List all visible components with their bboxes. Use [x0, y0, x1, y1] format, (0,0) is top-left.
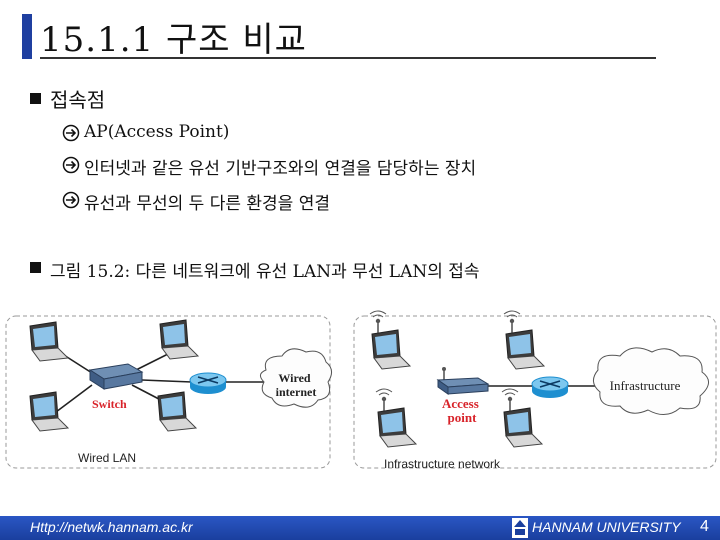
network-figure: Switch Wired internet Wired LAN [5, 310, 717, 471]
antenna-icon [503, 310, 521, 335]
bullet-square [30, 262, 41, 273]
arrow-icon [62, 191, 80, 209]
router-icon [189, 372, 227, 395]
page-title: 15.1.1 구조 비교 [40, 20, 307, 60]
page-number: 4 [700, 518, 709, 535]
switch-icon [88, 363, 144, 390]
laptop-icon [503, 407, 543, 448]
laptop-icon [159, 319, 199, 360]
switch-label: Switch [92, 397, 127, 411]
laptop-icon [29, 321, 69, 362]
wired-lan-panel: Switch Wired internet Wired LAN [5, 315, 332, 469]
bullet-text: 그림 15.2: 다른 네트워크에 유선 LAN과 무선 LAN의 접속 [50, 262, 480, 282]
subitem-text: 유선과 무선의 두 다른 환경을 연결 [84, 194, 330, 214]
title-accent-bar [22, 14, 32, 59]
subitem-text: AP(Access Point) [84, 122, 230, 142]
wired-lan-caption: Wired LAN [78, 451, 136, 465]
footer-university: HANNAM UNIVERSITY [532, 519, 681, 535]
wired-internet-cloud: Wired internet [260, 348, 332, 408]
infrastructure-cloud: Infrastructure [593, 347, 709, 415]
arrow-icon [62, 124, 80, 142]
university-logo-icon [512, 518, 528, 538]
footer-bar: Http://netwk.hannam.ac.kr HANNAM UNIVERS… [0, 516, 720, 540]
arrow-icon [62, 156, 80, 174]
antenna-icon [501, 388, 519, 413]
bullet-square [30, 93, 41, 104]
infrastructure-caption: Infrastructure network [384, 457, 501, 471]
laptop-icon [29, 391, 69, 432]
access-point-label: Access point [442, 396, 482, 425]
bullet-text: 접속점 [50, 88, 106, 112]
wired-internet-label: Wired internet [276, 371, 317, 399]
antenna-icon [369, 310, 387, 335]
laptop-icon [157, 391, 197, 432]
infrastructure-label: Infrastructure [610, 378, 681, 393]
subitem-text: 인터넷과 같은 유선 기반구조와의 연결을 담당하는 장치 [84, 159, 477, 179]
laptop-icon [505, 329, 545, 370]
footer-url: Http://netwk.hannam.ac.kr [30, 519, 193, 535]
title-rule [40, 57, 656, 59]
infrastructure-panel: Access point Infrastructure Infrastructu… [353, 310, 717, 471]
laptop-icon [377, 407, 417, 448]
antenna-icon [375, 388, 393, 413]
access-point-icon [436, 367, 490, 395]
laptop-icon [371, 329, 411, 370]
router-icon [531, 376, 569, 399]
